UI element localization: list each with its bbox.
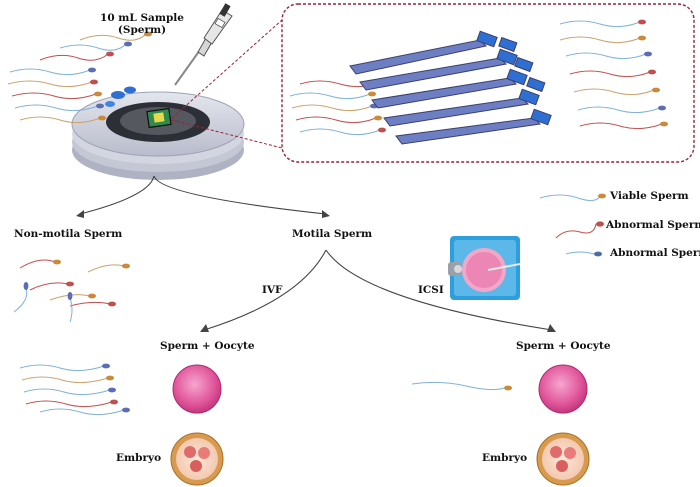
zoom-lines — [171, 19, 283, 149]
embryo-left — [170, 432, 224, 486]
sperm-cluster-dish — [7, 31, 152, 124]
split-arrows — [76, 175, 330, 218]
sample-label-line1: 10 mL Sample — [100, 12, 184, 24]
embryo-right — [536, 432, 590, 486]
ivf-label: IVF — [262, 284, 283, 296]
sperm-cluster-ivf — [19, 363, 130, 416]
legend — [539, 193, 606, 257]
non-motile-label: Non-motila Sperm — [14, 228, 123, 240]
pipette — [174, 3, 233, 86]
oocyte-right — [538, 364, 588, 414]
single-sperm-icsi — [411, 381, 512, 391]
oocyte-left — [172, 364, 222, 414]
legend-label-viable: Viable Sperm — [610, 190, 689, 202]
chip-zoom-box — [281, 3, 695, 163]
motile-label: Motila Sperm — [292, 228, 373, 240]
icsi-panel — [448, 236, 521, 300]
ivf-icsi-arrows — [200, 249, 556, 332]
embryo-left-label: Embryo — [116, 452, 162, 464]
legend-item-abnormal-1 — [555, 221, 604, 239]
legend-item-abnormal-2 — [565, 251, 602, 257]
embryo-right-label: Embryo — [482, 452, 528, 464]
sample-label: 10 mL Sample (Sperm) — [96, 12, 188, 36]
icsi-label: ICSI — [418, 284, 444, 296]
legend-item-viable — [539, 193, 606, 202]
legend-label-abnormal-1: Abnormal Sperm — [606, 219, 700, 231]
sperm-oocyte-right-label: Sperm + Oocyte — [516, 340, 611, 352]
sample-label-line2: (Sperm) — [117, 24, 167, 36]
sperm-cluster-non-motile — [13, 259, 130, 323]
sperm-oocyte-left-label: Sperm + Oocyte — [160, 340, 255, 352]
microfluidic-dish — [71, 86, 245, 180]
legend-label-abnormal-2: Abnormal Sperm — [610, 247, 700, 259]
